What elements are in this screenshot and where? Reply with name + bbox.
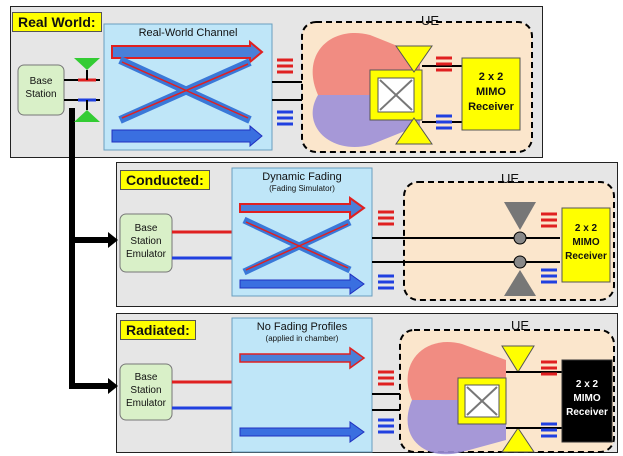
radiated-base-line-1: Base: [134, 372, 158, 383]
real-base-station: [17, 64, 65, 116]
real-mimo-line-3: Receiver: [468, 101, 514, 113]
radiated-base-line-3: Emulator: [125, 398, 166, 409]
radiated-base-label: Base Station Emulator: [120, 371, 172, 410]
conducted-tx-lines: [172, 230, 232, 260]
radiated-mimo-line-1: 2 x 2: [575, 379, 599, 390]
real-base-label: Base Station: [18, 75, 64, 101]
radiated-ue-box: [399, 329, 615, 455]
conducted-mimo-label: 2 x 2 MIMO Receiver: [562, 222, 610, 264]
radiated-tag: Radiated:: [120, 320, 196, 340]
real-mimo-label: 2 x 2 MIMO Receiver: [462, 70, 520, 115]
conducted-ue-label: UE: [500, 171, 520, 186]
radiated-base-line-2: Station: [130, 385, 162, 396]
radiated-channel-title: No Fading Profiles: [256, 321, 348, 333]
conducted-mimo-line-1: 2 x 2: [574, 223, 598, 234]
real-channel-box: [103, 23, 273, 151]
radiated-base-station: [119, 363, 173, 421]
conducted-base-line-2: Station: [130, 236, 162, 247]
real-tx-antennas: [64, 58, 100, 122]
real-mimo-line-1: 2 x 2: [478, 71, 504, 83]
conducted-ue-box: [403, 181, 615, 301]
radiated-mimo-line-3: Receiver: [566, 407, 608, 418]
conducted-base-line-1: Base: [134, 223, 158, 234]
real-base-line-2: Station: [25, 89, 57, 100]
radiated-channel-outputs: [372, 370, 420, 434]
conducted-mimo-line-2: MIMO: [572, 237, 600, 248]
real-channel-title: Real-World Channel: [138, 27, 238, 39]
real-ue-box: [301, 21, 533, 153]
conducted-mimo-line-3: Receiver: [565, 251, 607, 262]
conducted-base-line-3: Emulator: [125, 249, 166, 260]
radiated-channel-sub: (applied in chamber): [265, 334, 339, 343]
conducted-tag: Conducted:: [120, 170, 210, 190]
radiated-mimo-line-2: MIMO: [573, 393, 601, 404]
flow-connector: [69, 108, 118, 394]
radiated-ue-label: UE: [510, 318, 530, 333]
conducted-channel-title: Dynamic Fading: [262, 171, 342, 183]
radiated-tx-lines: [172, 380, 232, 410]
conducted-channel-box: [231, 167, 373, 297]
radiated-channel-box: [231, 317, 373, 453]
conducted-base-label: Base Station Emulator: [120, 222, 172, 261]
conducted-base-station: [119, 213, 173, 273]
real-mimo-line-2: MIMO: [476, 86, 506, 98]
real-ue-label: UE: [420, 13, 440, 28]
radiated-mimo-label: 2 x 2 MIMO Receiver: [562, 378, 612, 420]
real-world-tag: Real World:: [12, 12, 102, 32]
real-base-line-1: Base: [29, 76, 53, 87]
conducted-channel-sub: (Fading Simulator): [269, 184, 335, 193]
